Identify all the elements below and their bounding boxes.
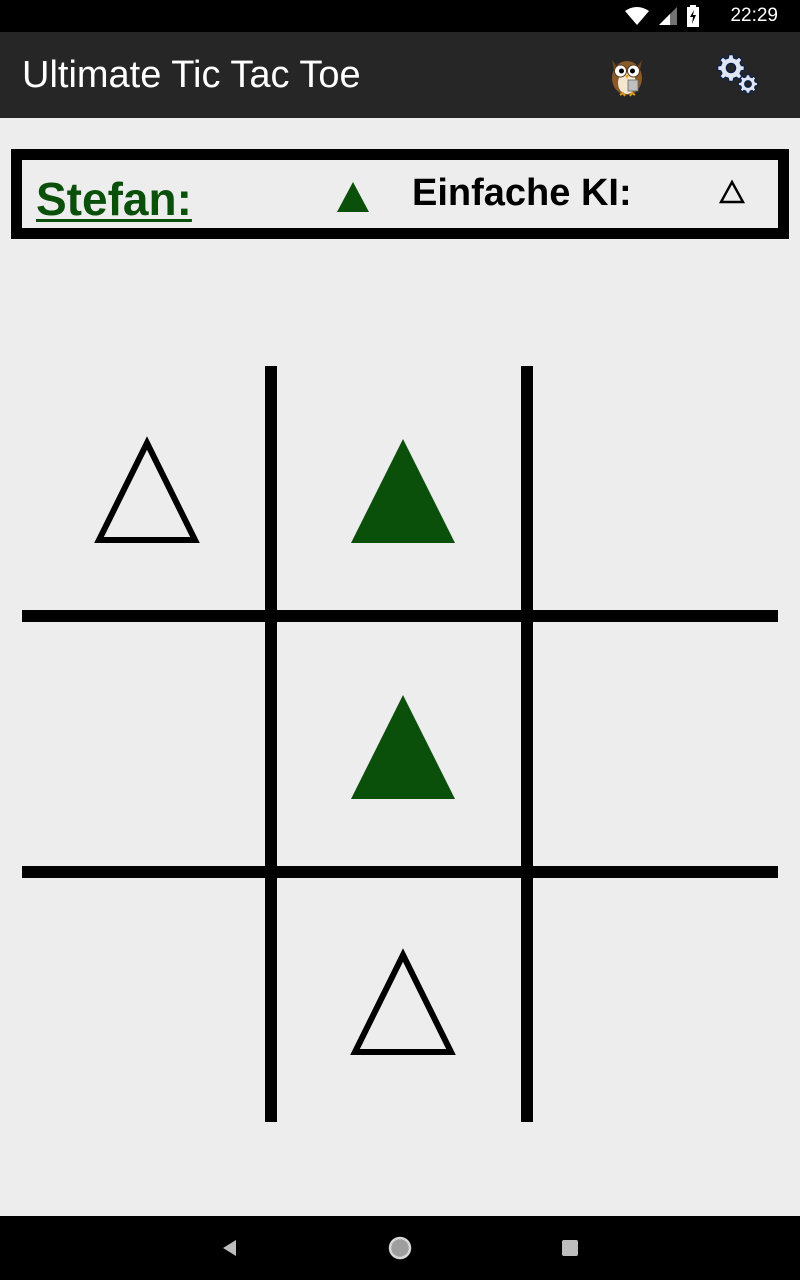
outline-triangle-icon (350, 948, 456, 1055)
board-cell-3-2[interactable] (278, 878, 528, 1128)
recents-button[interactable] (556, 1234, 584, 1262)
app-bar: Ultimate Tic Tac Toe (0, 32, 800, 118)
player2-name: Einfache KI: (412, 172, 632, 214)
owl-icon (612, 60, 642, 97)
player2-mark (718, 178, 746, 211)
outline-triangle-icon (718, 179, 746, 204)
grid-line-vertical-2 (521, 366, 533, 1122)
filled-triangle-icon (351, 695, 455, 799)
home-button[interactable] (386, 1234, 414, 1262)
status-icons (624, 5, 700, 27)
board-cell-3-1[interactable] (22, 878, 272, 1128)
board-cell-3-3[interactable] (534, 878, 784, 1128)
game-board (22, 366, 778, 1122)
back-button[interactable] (216, 1234, 244, 1262)
owl-button[interactable] (604, 52, 650, 98)
board-cell-2-3[interactable] (534, 622, 784, 872)
navigation-bar (0, 1216, 800, 1280)
player1-mark (336, 180, 370, 219)
gear-icon (717, 54, 759, 94)
filled-triangle-icon (337, 182, 369, 212)
player1-name: Stefan: (36, 173, 192, 225)
battery-charging-icon (687, 5, 699, 27)
board-cell-1-2[interactable] (278, 366, 528, 616)
board-cell-2-1[interactable] (22, 622, 272, 872)
filled-triangle-icon (351, 439, 455, 543)
wifi-icon (625, 7, 649, 25)
back-icon (223, 1240, 236, 1256)
board-cell-2-2[interactable] (278, 622, 528, 872)
settings-button[interactable] (712, 50, 760, 98)
board-cell-1-3[interactable] (534, 366, 784, 616)
recents-icon (562, 1240, 578, 1256)
status-bar: 22:29 (0, 0, 800, 32)
grid-line-horizontal-2 (22, 866, 778, 878)
app-title: Ultimate Tic Tac Toe (22, 54, 361, 96)
score-panel: Stefan: Einfache KI: (11, 149, 789, 239)
grid-line-vertical-1 (265, 366, 277, 1122)
home-icon (388, 1236, 412, 1260)
grid-line-horizontal-1 (22, 610, 778, 622)
board-cell-1-1[interactable] (22, 366, 272, 616)
outline-triangle-icon (94, 436, 200, 543)
signal-icon (659, 7, 677, 25)
status-time: 22:29 (730, 5, 778, 26)
